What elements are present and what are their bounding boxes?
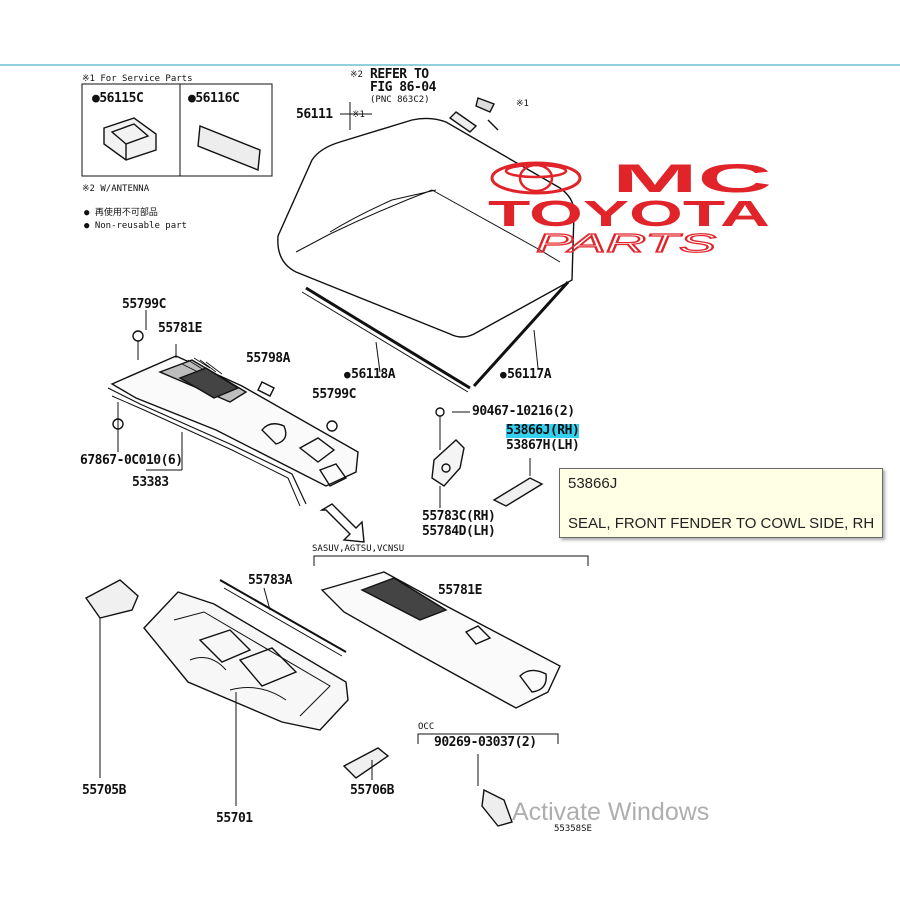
part-label-55783c[interactable]: 55783C(RH) [422, 509, 496, 524]
occ-label: OCC [418, 722, 435, 732]
part-label-90269[interactable]: 90269-03037(2) [434, 735, 537, 750]
refer-line-1: REFER TO [370, 67, 429, 82]
legend-note-antenna: ※2 W/ANTENNA [82, 184, 150, 194]
cowl-panel-55701-drawing [143, 591, 349, 731]
part-label-55799c-top[interactable]: 55799C [122, 297, 166, 312]
part-label-55798a[interactable]: 55798A [246, 351, 290, 366]
clip-56115c-drawing [103, 117, 157, 161]
window-top-border [0, 64, 900, 66]
service-parts-box [81, 83, 273, 177]
part-label-56111[interactable]: 56111 [296, 107, 333, 122]
cowl-top-panel-55781e-lower-drawing [320, 571, 561, 709]
logo-line-2: TOYOTA [488, 193, 770, 234]
legend-note-nonreusable-jp: ● 再使用不可部品 [84, 208, 158, 218]
part-label-53383[interactable]: 53383 [132, 475, 169, 490]
refer-line-2[interactable]: FIG 86-04 [370, 80, 436, 95]
part-label-56118a[interactable]: 56118A [344, 368, 395, 382]
molding-56117a-drawing [472, 280, 570, 388]
activate-windows-watermark: Activate Windows [512, 798, 710, 826]
molding-56118a-drawing [305, 286, 471, 390]
part-label-55705b[interactable]: 55705B [82, 783, 126, 798]
part-label-90467[interactable]: 90467-10216(2) [472, 404, 575, 419]
clip-55799c-mid-drawing [326, 420, 338, 432]
tooltip-part-description: SEAL, FRONT FENDER TO COWL SIDE, RH [568, 515, 875, 532]
bracket-55705b-drawing [84, 579, 139, 619]
legend-note-service-parts: ※1 For Service Parts [82, 74, 193, 84]
seal-53866j-drawing [492, 477, 544, 507]
side-bracket-55783c-drawing [431, 407, 465, 508]
part-label-53867h[interactable]: 53867H(LH) [506, 438, 580, 453]
logo-line-1: MC [612, 158, 772, 201]
part-label-55701[interactable]: 55701 [216, 811, 253, 826]
part-label-55781e-top[interactable]: 55781E [158, 321, 202, 336]
part-label-67867[interactable]: 67867-0C010(6) [80, 453, 183, 468]
part-label-55784d[interactable]: 55784D(LH) [422, 524, 496, 539]
part-label-55799c-mid[interactable]: 55799C [312, 387, 356, 402]
variant-bracket [313, 555, 589, 566]
clip-55799c-top-drawing [132, 330, 144, 342]
legend-note-nonreusable-en: ● Non-reusable part [84, 221, 187, 231]
variant-label: SASUV,AGTSU,VCNSU [312, 544, 405, 554]
service-mark-1: ※1 [352, 110, 365, 120]
bracket-55798a-drawing [257, 381, 275, 397]
part-label-56116c[interactable]: ●56116C [188, 91, 240, 106]
pad-56116c-drawing [197, 125, 261, 171]
omc-toyota-parts-logo: MC TOYOTA PARTS [488, 158, 772, 258]
sensor-cover-drawing [448, 111, 478, 133]
refer-mark: ※2 [350, 70, 363, 80]
windshield-glass-drawing [277, 117, 575, 338]
part-label-56117a[interactable]: 56117A [500, 368, 551, 382]
part-label-55783a[interactable]: 55783A [248, 573, 292, 588]
tooltip-part-code: 53866J [568, 475, 618, 492]
refer-line-3: (PNC 863C2) [370, 95, 430, 105]
part-label-56115c[interactable]: ●56115C [92, 91, 144, 106]
part-label-55358[interactable]: 55358SE [554, 824, 592, 834]
seal-55783a-drawing [219, 579, 347, 653]
part-55358-drawing [481, 788, 513, 827]
service-mark-2: ※1 [516, 99, 529, 109]
front-direction-arrow [319, 503, 365, 543]
part-label-55706b[interactable]: 55706B [350, 783, 394, 798]
part-label-53866j-selected[interactable]: 53866J(RH) [506, 423, 580, 438]
cowl-top-panel-55781e-drawing [110, 355, 359, 487]
part-tooltip: 53866J SEAL, FRONT FENDER TO COWL SIDE, … [559, 468, 883, 538]
logo-line-3: PARTS [536, 228, 717, 258]
bracket-55706b-drawing [342, 747, 390, 779]
part-label-55781e-lower[interactable]: 55781E [438, 583, 482, 598]
strip-53383-drawing [107, 387, 307, 505]
